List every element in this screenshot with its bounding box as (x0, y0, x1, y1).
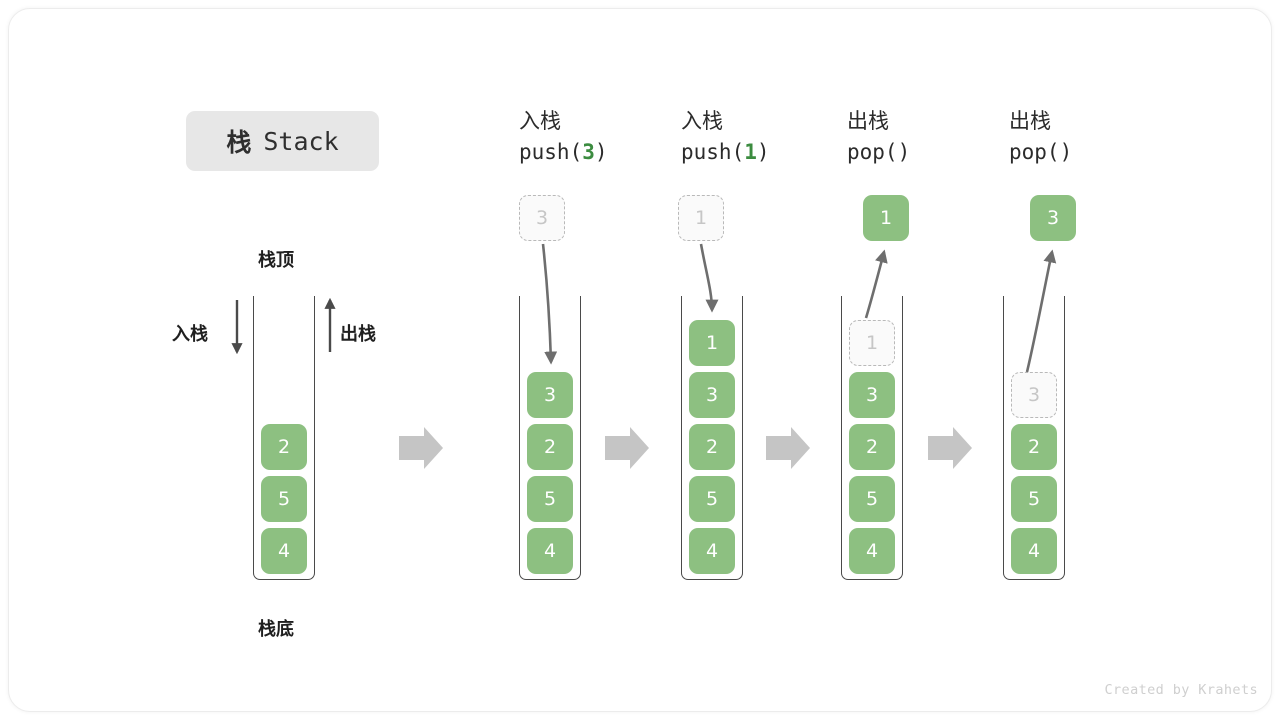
stack-cell: 2 (849, 424, 895, 470)
stack-cell: 2 (1011, 424, 1057, 470)
stack-cell: 5 (689, 476, 735, 522)
stack-cell: 2 (689, 424, 735, 470)
stage-head-cn: 入栈 (681, 109, 723, 133)
op-suffix: ) (1059, 140, 1073, 164)
stack-cell: 4 (261, 528, 307, 574)
push-direction-label: 入栈 (172, 324, 208, 345)
figure-title-cn: 栈 (226, 128, 252, 157)
stage-head-push-1: 入栈 push(1) (681, 106, 831, 168)
stack-container-push-3 (519, 296, 581, 580)
stack-cell: 3 (689, 372, 735, 418)
stage-head-push-3: 入栈 push(3) (519, 106, 669, 168)
op-prefix: push( (681, 140, 745, 164)
op-prefix: push( (519, 140, 583, 164)
figure-title-chip: 栈 Stack (186, 111, 379, 171)
op-arg: 3 (582, 140, 595, 164)
stage-head-op: pop() (847, 136, 997, 168)
stack-container-pop-1 (841, 296, 903, 580)
stage-head-cn: 出栈 (1009, 109, 1051, 133)
op-suffix: ) (594, 140, 608, 164)
stack-cell: 5 (527, 476, 573, 522)
popped-element: 1 (863, 195, 909, 241)
op-arg: 1 (744, 140, 757, 164)
stage-head-op: push(3) (519, 136, 669, 168)
op-suffix: ) (897, 140, 911, 164)
stack-cell: 2 (527, 424, 573, 470)
stack-cell-ghost: 3 (1011, 372, 1057, 418)
flying-element-ghost: 1 (678, 195, 724, 241)
stage-head-cn: 出栈 (847, 109, 889, 133)
stack-cell: 3 (849, 372, 895, 418)
popped-element: 3 (1030, 195, 1076, 241)
stack-cell: 4 (527, 528, 573, 574)
stack-cell: 3 (527, 372, 573, 418)
stage-head-pop-3: 出栈 pop() (1009, 106, 1159, 168)
stack-cell: 5 (849, 476, 895, 522)
op-suffix: ) (756, 140, 770, 164)
stack-bottom-label: 栈底 (258, 619, 294, 640)
stack-cell: 5 (261, 476, 307, 522)
stack-cell: 4 (849, 528, 895, 574)
stage-head-op: push(1) (681, 136, 831, 168)
stage-head-pop-1: 出栈 pop() (847, 106, 997, 168)
credit-text: Created by Krahets (1104, 682, 1258, 698)
stage-head-op: pop() (1009, 136, 1159, 168)
stack-container-pop-3 (1003, 296, 1065, 580)
op-prefix: pop( (1009, 140, 1060, 164)
flying-element-ghost: 3 (519, 195, 565, 241)
stack-cell: 2 (261, 424, 307, 470)
stack-cell: 4 (1011, 528, 1057, 574)
figure-title-en: Stack (263, 126, 339, 156)
stage-head-cn: 入栈 (519, 109, 561, 133)
stack-cell: 4 (689, 528, 735, 574)
op-prefix: pop( (847, 140, 898, 164)
stack-cell: 5 (1011, 476, 1057, 522)
stack-cell: 1 (689, 320, 735, 366)
stack-cell-ghost: 1 (849, 320, 895, 366)
stack-container-push-1 (681, 296, 743, 580)
stack-top-label: 栈顶 (258, 250, 294, 271)
pop-direction-label: 出栈 (340, 324, 376, 345)
stack-container-initial (253, 296, 315, 580)
